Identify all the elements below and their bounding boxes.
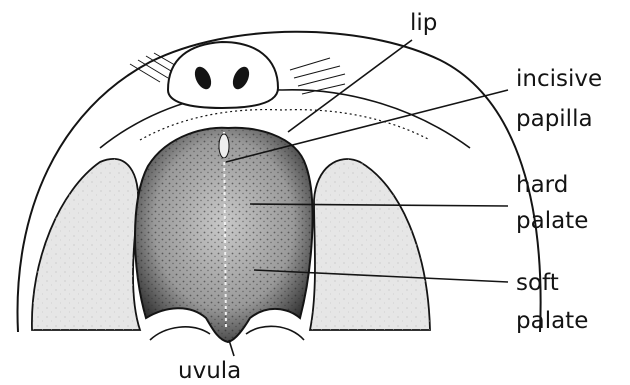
uvula-leader-line — [229, 340, 234, 356]
label-hard: hard — [516, 172, 568, 198]
label-incisive: incisive — [516, 66, 602, 92]
label-uvula: uvula — [178, 358, 241, 384]
label-soft-palate: palate — [516, 308, 588, 334]
label-soft: soft — [516, 270, 559, 296]
label-lip: lip — [410, 10, 437, 36]
incisive-papilla — [219, 134, 229, 158]
label-papilla: papilla — [516, 106, 593, 132]
label-hard-palate: palate — [516, 208, 588, 234]
